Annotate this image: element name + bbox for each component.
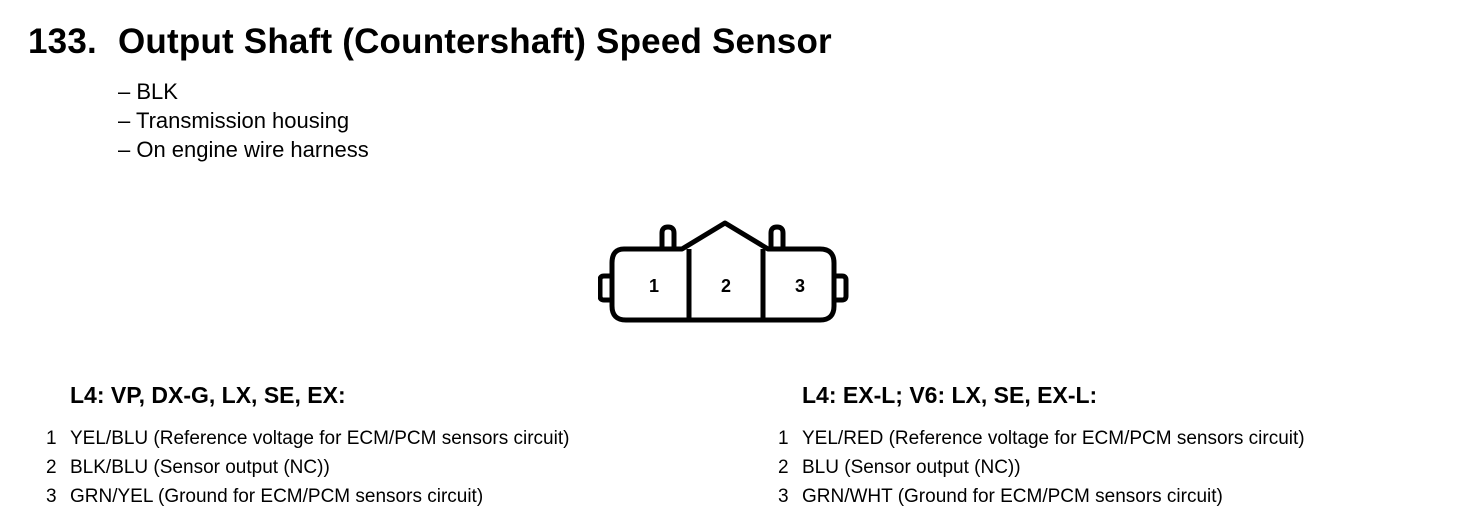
detail-harness: – On engine wire harness	[118, 137, 369, 162]
variant-l4-exl-v6: L4: EX-L; V6: LX, SE, EX-L: 1 YEL/RED (Re…	[778, 382, 1305, 511]
pin-number: 2	[778, 457, 789, 478]
wire-description: BLU (Sensor output (NC))	[802, 457, 1021, 478]
connector-diagram: 1 2 3	[598, 220, 849, 323]
pin-number: 1	[778, 428, 789, 449]
component-details: – BLK – Transmission housing – On engine…	[118, 77, 369, 164]
wire-list: 1 YEL/RED (Reference voltage for ECM/PCM …	[778, 424, 1305, 511]
wire-row: 1 YEL/RED (Reference voltage for ECM/PCM …	[778, 424, 1305, 453]
wire-row: 2 BLU (Sensor output (NC))	[778, 453, 1305, 482]
detail-color: – BLK	[118, 79, 178, 104]
pin-number: 2	[46, 457, 57, 478]
pin-number: 1	[46, 428, 57, 449]
wire-row: 2 BLK/BLU (Sensor output (NC))	[46, 453, 569, 482]
pin-3-label: 3	[795, 276, 805, 296]
pin-2-label: 2	[721, 276, 731, 296]
variant-l4-base: L4: VP, DX-G, LX, SE, EX: 1 YEL/BLU (Refe…	[46, 382, 569, 511]
wire-row: 3 GRN/WHT (Ground for ECM/PCM sensors cir…	[778, 482, 1305, 511]
wire-description: BLK/BLU (Sensor output (NC))	[70, 457, 330, 478]
connector-left-bump	[659, 224, 677, 249]
section-title: Output Shaft (Countershaft) Speed Sensor	[118, 22, 832, 61]
variant-heading: L4: VP, DX-G, LX, SE, EX:	[70, 382, 346, 408]
wire-row: 3 GRN/YEL (Ground for ECM/PCM sensors cir…	[46, 482, 569, 511]
connector-body	[609, 220, 837, 323]
pin-number: 3	[778, 486, 789, 507]
wire-description: YEL/BLU (Reference voltage for ECM/PCM s…	[70, 428, 570, 449]
pin-number: 3	[46, 486, 57, 507]
pin-1-label: 1	[649, 276, 659, 296]
section-number: 133.	[28, 22, 97, 61]
wire-description: GRN/WHT (Ground for ECM/PCM sensors circ…	[802, 486, 1223, 507]
wire-row: 1 YEL/BLU (Reference voltage for ECM/PCM …	[46, 424, 569, 453]
connector-left-tab	[598, 273, 612, 303]
wire-description: GRN/YEL (Ground for ECM/PCM sensors circ…	[70, 486, 484, 507]
variant-heading: L4: EX-L; V6: LX, SE, EX-L:	[802, 382, 1098, 408]
connector-right-bump	[768, 224, 786, 249]
wire-list: 1 YEL/BLU (Reference voltage for ECM/PCM …	[46, 424, 569, 511]
connector-right-tab	[834, 273, 849, 303]
wire-description: YEL/RED (Reference voltage for ECM/PCM s…	[802, 428, 1305, 449]
detail-location: – Transmission housing	[118, 108, 350, 133]
page-title: 133. Output Shaft (Countershaft) Speed Se…	[28, 22, 832, 62]
